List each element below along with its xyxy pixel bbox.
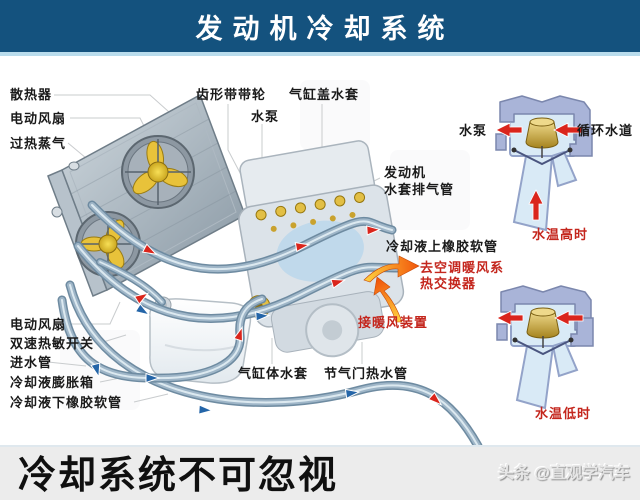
toutiao-watermark: 头条 @直观学汽车 [497, 465, 630, 482]
label-coolant-expansion-tank: 冷却液膨胀箱 [10, 375, 95, 390]
page-title: 发动机冷却系统 [195, 13, 455, 44]
label-cylinder-head-water-jacket: 气缸盖水套 [289, 87, 360, 102]
label-throttle-hot-water-pipe: 节气门热水管 [324, 366, 409, 381]
label-radiator: 散热器 [10, 87, 53, 102]
label-heater-connection: 接暖风装置 [358, 315, 429, 330]
label-circulation-water-channel: 循环水道 [577, 123, 634, 138]
label-water-temp-low: 水温低时 [535, 406, 592, 421]
label-water-pump: 水泵 [251, 109, 280, 124]
caption-bar: 冷却系统不可忽视 头条 @直观学汽车 [0, 445, 640, 500]
label-water-temp-high: 水温高时 [532, 227, 589, 242]
label-water-jacket-vent-pipe: 水套排气管 [384, 182, 455, 197]
thermostat-inset-high [495, 95, 593, 232]
label-coolant-upper-rubber-hose: 冷却液上橡胶软管 [386, 239, 499, 254]
label-cylinder-block-water-jacket: 气缸体水套 [238, 366, 309, 381]
flow-arrows [90, 225, 443, 415]
label-dual-speed-thermal-switch: 双速热敏开关 [10, 336, 95, 351]
label-engine: 发动机 [384, 165, 427, 180]
label-electric-fan-bottom: 电动风扇 [10, 317, 67, 332]
thermostat-inset-low [496, 285, 594, 410]
label-electric-fan-top: 电动风扇 [10, 111, 67, 126]
flame-arrow-up [373, 276, 403, 323]
label-to-ac-heater-system: 去空调暖风系 [420, 260, 505, 275]
label-toothed-belt-pulley: 齿形带带轮 [196, 87, 267, 102]
flame-arrows [363, 255, 420, 323]
inset-low-arrows [496, 310, 584, 326]
label-water-inlet-pipe: 进水管 [10, 355, 53, 370]
inset-high-arrows [495, 122, 583, 221]
flame-arrow-right [363, 255, 420, 283]
title-banner: 发动机冷却系统 [0, 0, 640, 56]
caption-text: 冷却系统不可忽视 [18, 455, 339, 497]
fan-top [121, 135, 195, 209]
label-inset-water-pump: 水泵 [459, 123, 488, 138]
label-heat-exchanger: 热交换器 [420, 276, 477, 291]
label-coolant-lower-rubber-hose: 冷却液下橡胶软管 [10, 395, 123, 410]
label-overheated-steam: 过热蒸气 [10, 136, 67, 151]
